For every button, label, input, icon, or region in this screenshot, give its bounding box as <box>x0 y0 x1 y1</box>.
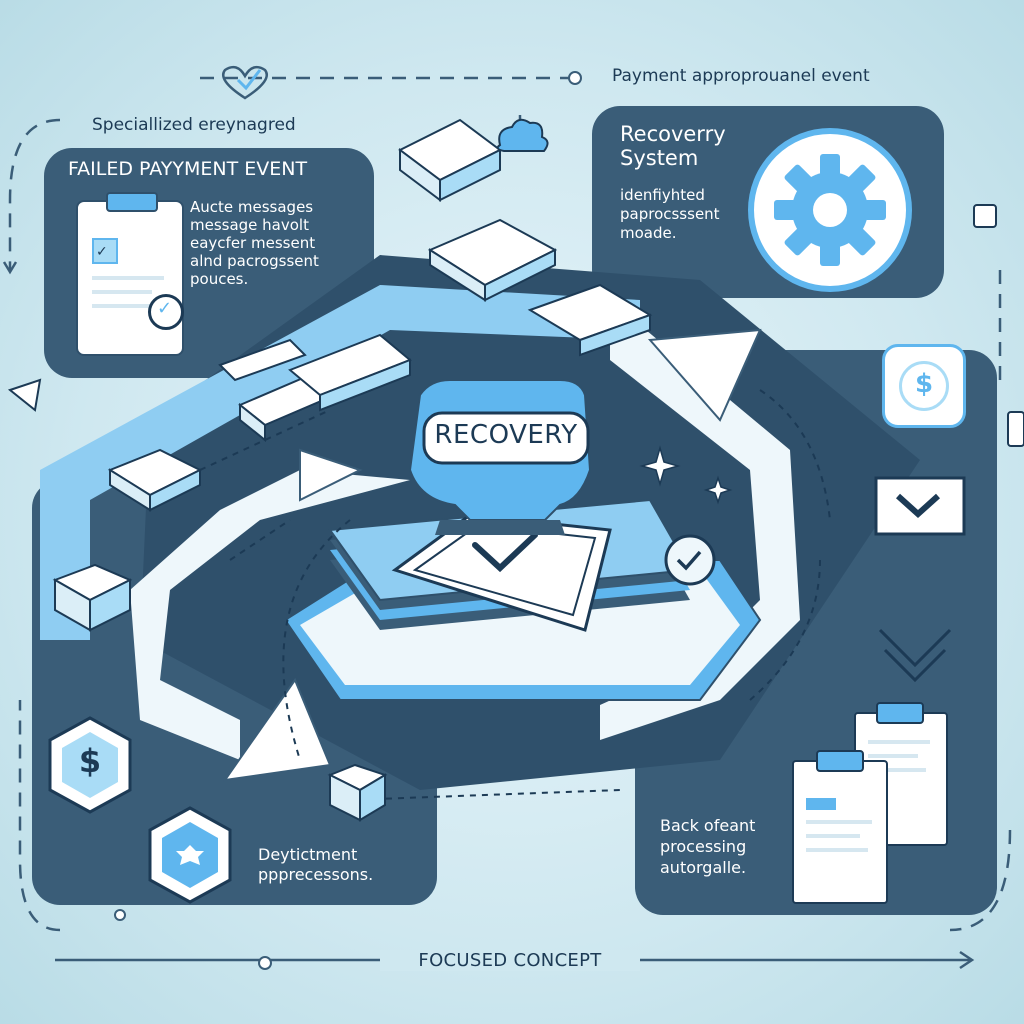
cloud-icon <box>496 118 549 152</box>
bottom-right-line-1: Back ofeant <box>660 816 756 835</box>
top-right-caption: Payment approprouanel event <box>612 66 870 86</box>
failed-line-3: eaycfer messent <box>190 234 316 252</box>
failed-payment-text: Aucte messages message havolt eaycfer me… <box>190 198 370 288</box>
failed-line-2: message havolt <box>190 216 309 234</box>
dollar-symbol-right: $ <box>914 369 934 399</box>
sparkle-icon <box>639 445 681 487</box>
bottom-left-text: Deytictment ppprecessons. <box>258 845 373 885</box>
recovery-title-2: System <box>620 146 699 170</box>
heart-check-icon <box>222 65 268 100</box>
failed-line-1: Aucte messages <box>190 198 314 216</box>
failed-line-5: pouces. <box>190 270 249 288</box>
failed-line-4: alnd pacrogssent <box>190 252 319 270</box>
gear-icon <box>748 128 912 292</box>
tag-icon <box>7 378 42 412</box>
lock-icon <box>1007 411 1024 447</box>
failed-payment-clipboard-icon: ✓ ✓ <box>76 192 184 356</box>
document-icon-front <box>792 750 888 904</box>
check-circle-icon <box>664 534 716 586</box>
bottom-right-text: Back ofeant processing autorgalle. <box>660 815 755 878</box>
recovery-line-3: moade. <box>620 224 677 242</box>
recovery-title-1: Recoverry <box>620 122 726 146</box>
recovery-system-title: Recoverry System <box>620 122 726 170</box>
recovery-system-text: idenfiyhted paprocsssent moade. <box>620 186 720 243</box>
checkmark-icon <box>472 532 538 573</box>
bottom-right-line-2: processing <box>660 837 747 856</box>
chevron-down-icon <box>895 493 941 519</box>
footer-label: FOCUSED CONCEPT <box>380 950 640 971</box>
failed-payment-title: FAILED PAYYMENT EVENT <box>68 158 308 180</box>
bottom-left-line-1: Deytictment <box>258 845 358 864</box>
dollar-badge-right: $ <box>882 344 966 428</box>
bottom-right-line-3: autorgalle. <box>660 858 747 877</box>
top-left-caption: Speciallized ereynagred <box>92 115 296 135</box>
dollar-symbol-left: $ <box>78 742 102 780</box>
recovery-label: RECOVERY <box>434 420 578 450</box>
bottom-left-line-2: ppprecessons. <box>258 865 374 884</box>
recovery-line-1: idenfiyhted <box>620 186 705 204</box>
recovery-line-2: paprocsssent <box>620 205 720 223</box>
